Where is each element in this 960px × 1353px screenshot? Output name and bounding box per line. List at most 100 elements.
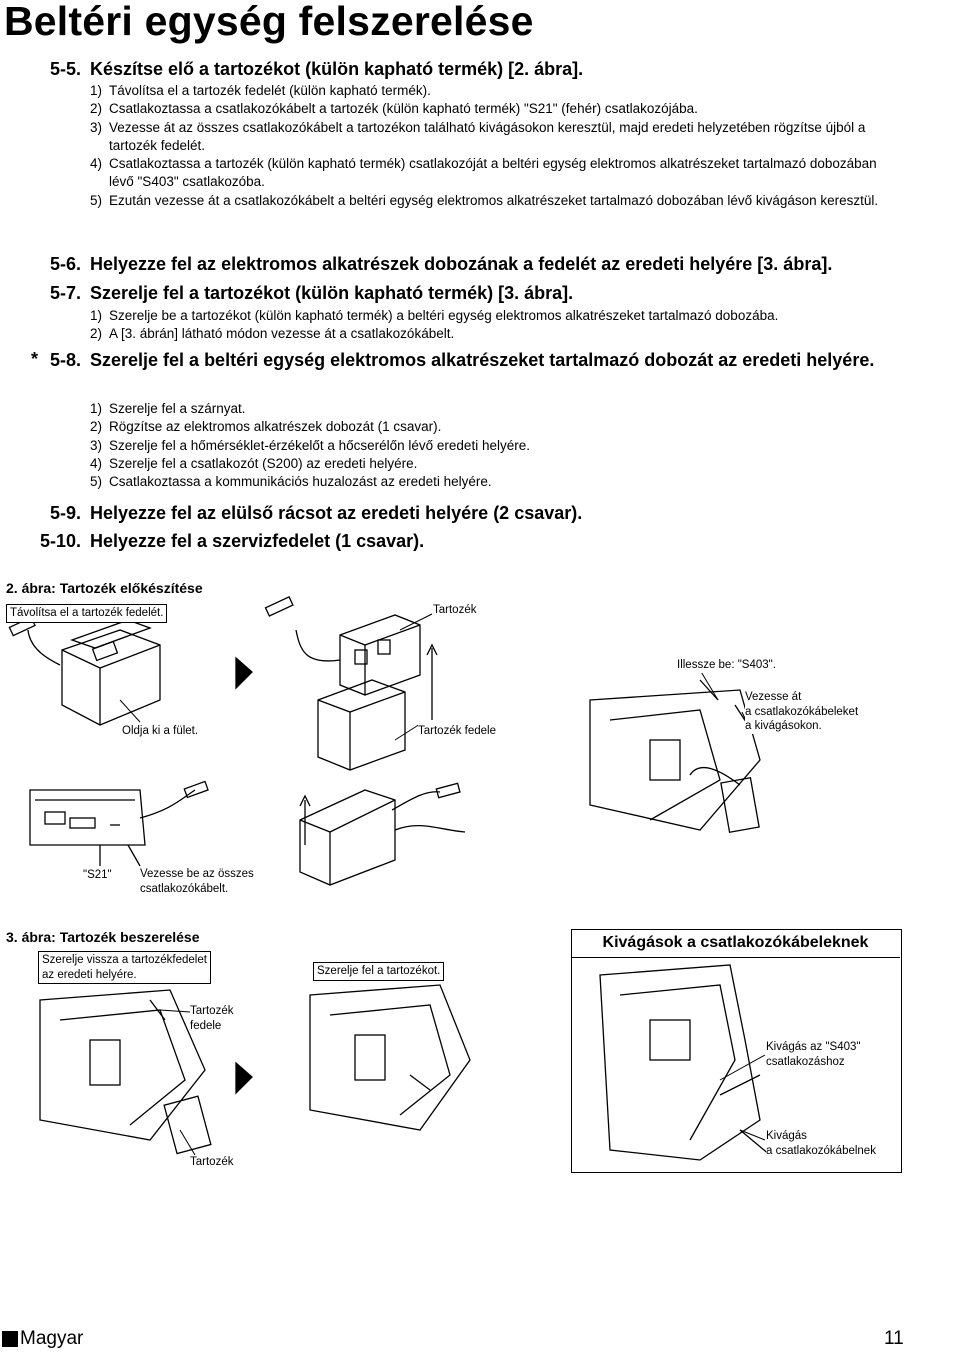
callout-release-tab: Oldja ki a fület. xyxy=(122,724,199,739)
indoor-unit-illustration-3 xyxy=(309,984,471,1131)
callout-line: csatlakozókábelt. xyxy=(140,882,229,895)
list-item: 2) Rögzítse az elektromos alkatrészek dob… xyxy=(90,418,890,436)
step-number: 3) xyxy=(90,119,103,135)
cutouts-panel-title: Kivágások a csatlakozókábeleknek xyxy=(571,929,900,958)
indoor-unit-illustration-2 xyxy=(39,989,212,1155)
section-title: Helyezze fel a szervizfedelet (1 csavar)… xyxy=(90,531,425,551)
page-title: Beltéri egység felszerelése xyxy=(4,0,534,44)
step-text: Szerelje fel a hőmérséklet-érzékelőt a h… xyxy=(109,437,530,453)
section-number: 5-6. xyxy=(50,254,82,274)
accessory-cables-illustration xyxy=(299,782,466,886)
section-title: Helyezze fel az elektromos alkatrészek d… xyxy=(90,254,833,274)
step-text: Vezesse át az összes csatlakozókábelt a … xyxy=(109,119,866,153)
step-number: 5) xyxy=(90,192,103,208)
list-item: 2) Csatlakoztassa a csatlakozókábelt a ta… xyxy=(90,100,890,118)
list-item: 1) Távolítsa el a tartozék fedelét (külön… xyxy=(90,82,890,100)
figure-3-label: 3. ábra: Tartozék beszerelése xyxy=(6,929,200,945)
section-5-10-heading: 5-10. Helyezze fel a szervizfedelet (1 c… xyxy=(40,530,920,552)
list-item: 5) Ezután vezesse át a csatlakozókábelt a… xyxy=(90,192,890,210)
section-number: 5-8. xyxy=(50,350,82,370)
callout-line: Tartozék xyxy=(190,1005,234,1017)
callout-replace-cover: Szerelje vissza a tartozékfedelet az ere… xyxy=(38,951,211,984)
list-item: 4) Szerelje fel a csatlakozót (S200) az e… xyxy=(90,455,890,473)
callout-route-all-cables: Vezesse be az összes csatlakozókábelt. xyxy=(140,867,254,896)
step-text: Ezután vezesse át a csatlakozókábelt a b… xyxy=(109,192,879,208)
callout-accessory: Tartozék xyxy=(433,603,477,618)
section-number: 5-9. xyxy=(50,503,82,523)
section-5-7-heading: 5-7. Szerelje fel a tartozékot (külön ka… xyxy=(50,282,920,304)
step-text: A [3. ábrán] látható módon vezesse át a … xyxy=(109,326,455,342)
callout-accessory-cover-3: Tartozék fedele xyxy=(190,1004,234,1033)
callout-line: az eredeti helyére. xyxy=(42,968,137,981)
callout-cable-cutout: Kivágás a csatlakozókábelnek xyxy=(766,1129,876,1158)
step-number: 1) xyxy=(90,401,103,416)
list-item: 1)Szerelje fel a szárnyat. xyxy=(90,400,890,418)
section-number: 5-10. xyxy=(40,531,82,551)
section-title: Szerelje fel a beltéri egység elektromos… xyxy=(90,350,875,370)
step-text: Távolítsa el a tartozék fedelét (külön k… xyxy=(109,83,431,98)
step-number: 1) xyxy=(90,83,103,98)
callout-install-accessory: Szerelje fel a tartozékot. xyxy=(313,962,445,981)
step-text: Csatlakoztassa a kommunikációs huzalozás… xyxy=(109,474,492,490)
step-number: 3) xyxy=(90,437,103,453)
indoor-unit-illustration-1 xyxy=(589,679,761,833)
callout-route-cables: Vezesse át a csatlakozókábeleket a kivág… xyxy=(745,690,859,734)
step-text: Rögzítse az elektromos alkatrészek doboz… xyxy=(109,419,442,435)
callout-line: Vezesse át xyxy=(745,691,802,703)
footer-language: Magyar xyxy=(2,1328,83,1350)
callout-line: Vezesse be az összes xyxy=(140,868,254,880)
section-number: 5-7. xyxy=(50,283,82,303)
list-item: 2)A [3. ábrán] látható módon vezesse át … xyxy=(90,325,890,343)
callout-s21: "S21" xyxy=(83,868,112,883)
step-text: Csatlakoztassa a csatlakozókábelt a tart… xyxy=(109,101,698,117)
note-asterisk: * xyxy=(31,349,39,369)
step-number: 1) xyxy=(90,308,103,323)
section-number: 5-5. xyxy=(50,59,82,79)
list-item: 3) Vezesse át az összes csatlakozókábelt … xyxy=(90,119,890,156)
step-number: 4) xyxy=(90,156,103,172)
callout-line: Szerelje vissza a tartozékfedelet xyxy=(42,954,207,966)
list-item: 4) Csatlakoztassa a tartozék (külön kapha… xyxy=(90,155,890,192)
section-5-8-steps: 1)Szerelje fel a szárnyat. 2) Rögzítse az… xyxy=(90,400,890,491)
step-text: Csatlakoztassa a tartozék (külön kapható… xyxy=(109,156,877,190)
square-bullet-icon xyxy=(2,1331,18,1347)
step-number: 2) xyxy=(90,419,103,435)
pcb-illustration xyxy=(29,780,209,867)
callout-line: Kivágás xyxy=(766,1130,807,1142)
section-5-8-heading: 5-8. Szerelje fel a beltéri egység elekt… xyxy=(50,349,890,371)
section-5-7-steps: 1) Szerelje be a tartozékot (külön kaphat… xyxy=(90,307,890,344)
figure-2-label: 2. ábra: Tartozék előkészítése xyxy=(6,580,203,596)
section-5-6-heading: 5-6. Helyezze fel az elektromos alkatrés… xyxy=(50,253,920,275)
section-title: Szerelje fel a tartozékot (külön kapható… xyxy=(90,283,574,303)
language-label: Magyar xyxy=(20,1328,84,1349)
page-number: 11 xyxy=(884,1328,904,1349)
callout-fit-s403: Illessze be: "S403". xyxy=(677,658,776,673)
cutouts-panel xyxy=(571,929,902,1173)
accessory-with-cover-illustration xyxy=(264,596,438,771)
list-item: 5)Csatlakoztassa a kommunikációs huzaloz… xyxy=(90,473,890,491)
cutouts-panel-illustration xyxy=(599,964,771,1161)
callout-remove-cover: Távolítsa el a tartozék fedelét. xyxy=(6,604,168,623)
section-5-5-steps: 1) Távolítsa el a tartozék fedelét (külön… xyxy=(90,82,890,210)
section-title: Helyezze fel az elülső rácsot az eredeti… xyxy=(90,503,583,523)
section-5-5-heading: 5-5. Készítse elő a tartozékot (külön ka… xyxy=(50,58,920,80)
callout-line: a kivágásokon. xyxy=(745,720,822,732)
callout-accessory-3: Tartozék xyxy=(190,1155,234,1170)
callout-line: a csatlakozókábelnek xyxy=(766,1144,876,1157)
callout-line: fedele xyxy=(190,1019,222,1032)
step-text: Szerelje be a tartozékot (külön kapható … xyxy=(109,308,779,323)
callout-line: a csatlakozókábeleket xyxy=(745,705,859,718)
step-text: Szerelje fel a csatlakozót (S200) az ere… xyxy=(109,455,418,471)
callout-line: Kivágás az "S403" xyxy=(766,1041,861,1053)
list-item: 1) Szerelje be a tartozékot (külön kaphat… xyxy=(90,307,890,325)
list-item: 3) Szerelje fel a hőmérséklet-érzékelőt a… xyxy=(90,437,890,455)
section-5-9-heading: 5-9. Helyezze fel az elülső rácsot az er… xyxy=(50,502,920,524)
accessory-box-illustration xyxy=(8,616,161,726)
callout-line: csatlakozáshoz xyxy=(766,1055,845,1068)
callout-accessory-cover: Tartozék fedele xyxy=(418,724,496,739)
step-number: 4) xyxy=(90,455,103,471)
step-number: 2) xyxy=(90,101,103,117)
section-title: Készítse elő a tartozékot (külön kapható… xyxy=(90,59,584,79)
callout-s403-cutout: Kivágás az "S403" csatlakozáshoz xyxy=(766,1040,861,1069)
